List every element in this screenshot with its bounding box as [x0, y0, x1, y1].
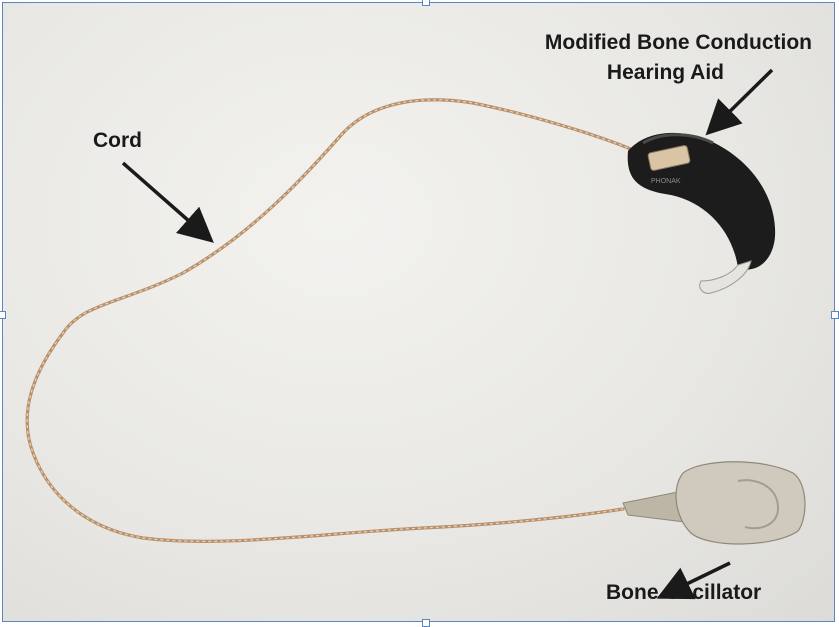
resize-handle-icon[interactable]: [831, 311, 839, 319]
bone-oscillator-label: Bone Oscillator: [606, 581, 762, 604]
resize-handle-icon[interactable]: [422, 0, 430, 6]
resize-handle-icon[interactable]: [0, 311, 6, 319]
resize-handle-icon[interactable]: [422, 619, 430, 627]
brand-text: PHONAK: [651, 178, 681, 185]
cord-label: Cord: [93, 129, 142, 152]
hearing-aid-label-line2: Hearing Aid: [606, 61, 724, 84]
bone-oscillator: [622, 461, 806, 545]
hearing-aid: PHONAK: [627, 132, 776, 294]
photo-scene: PHONAK: [25, 98, 806, 545]
hearing-aid-label-line1: Modified Bone Conduction: [544, 31, 812, 54]
hearing-aid-label: Modified Bone Conduction Hearing Aid: [500, 28, 812, 88]
cord: [25, 98, 635, 543]
